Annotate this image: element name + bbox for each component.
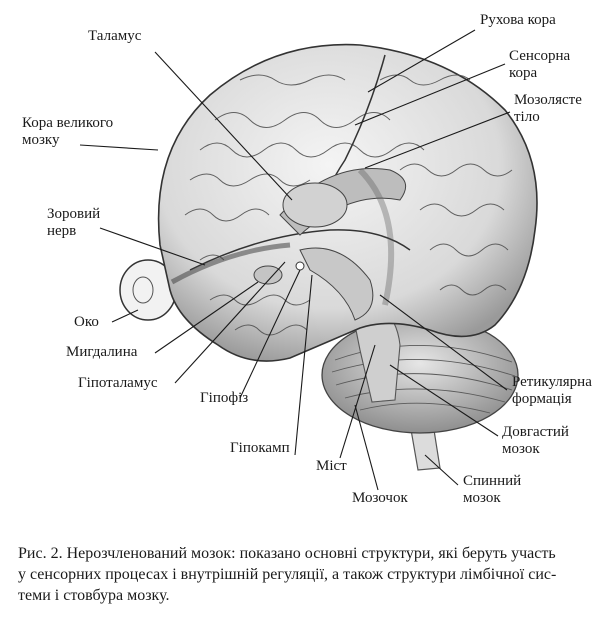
label-hypothalamus: Гіпоталамус — [78, 375, 158, 391]
label-cerebellum: Мозочок — [352, 490, 408, 506]
leader-pituitary — [239, 269, 301, 399]
pituitary-shape — [295, 261, 305, 271]
leader-pons — [339, 344, 376, 459]
leader-motor-cortex — [367, 29, 476, 93]
leader-reticular-formation — [379, 294, 508, 391]
leader-optic-nerve — [99, 227, 206, 266]
brain-illustration — [79, 29, 538, 491]
cerebellum-shape — [321, 316, 519, 434]
label-thalamus: Таламус — [88, 28, 142, 44]
leader-cerebral-cortex — [79, 144, 159, 151]
label-cerebral-cortex: Кора великого мозку — [22, 115, 114, 148]
leader-cerebellum — [354, 404, 379, 491]
label-corpus-callosum: Мозолясте тіло — [514, 92, 582, 125]
leader-sensory-cortex — [354, 63, 506, 126]
leader-spinal-cord — [424, 454, 459, 486]
leader-medulla — [389, 364, 499, 437]
optic-nerve-shape — [170, 242, 291, 285]
leader-corpus-callosum — [364, 111, 511, 169]
caption-line-2: у сенсорних процесах і внутрішній регуля… — [18, 566, 557, 583]
label-eye: Око — [74, 314, 99, 330]
label-amygdala: Мигдалина — [66, 344, 138, 360]
hippocampus-shape — [299, 247, 374, 321]
leader-eye — [111, 309, 139, 323]
leader-hypothalamus — [174, 261, 286, 384]
label-hippocampus: Гіпокамп — [230, 440, 290, 456]
label-spinal-cord: Спинний мозок — [463, 473, 522, 506]
label-optic-nerve: Зоровий нерв — [47, 206, 101, 239]
figure-caption: Рис. 2. Нерозчленований мозок: показано … — [18, 543, 608, 606]
label-medulla: Довгастий мозок — [502, 424, 569, 457]
leader-hippocampus — [294, 274, 313, 456]
caption-line-3: теми і стовбура мозку. — [18, 587, 170, 604]
amygdala-shape — [253, 265, 283, 285]
leader-thalamus — [154, 51, 293, 201]
label-pituitary: Гіпофіз — [200, 390, 249, 406]
label-motor-cortex: Рухова кора — [480, 12, 556, 28]
brain-figure: Таламус Рухова кора Сенсорна кора Мозоля… — [22, 12, 592, 506]
thalamus-shape — [282, 182, 348, 228]
leader-amygdala — [154, 281, 259, 354]
caption-line-1: Рис. 2. Нерозчленований мозок: показано … — [18, 545, 556, 562]
label-reticular-formation: Ретикулярна формація — [512, 374, 592, 407]
label-sensory-cortex: Сенсорна кора — [509, 48, 571, 81]
label-pons: Міст — [316, 458, 347, 474]
